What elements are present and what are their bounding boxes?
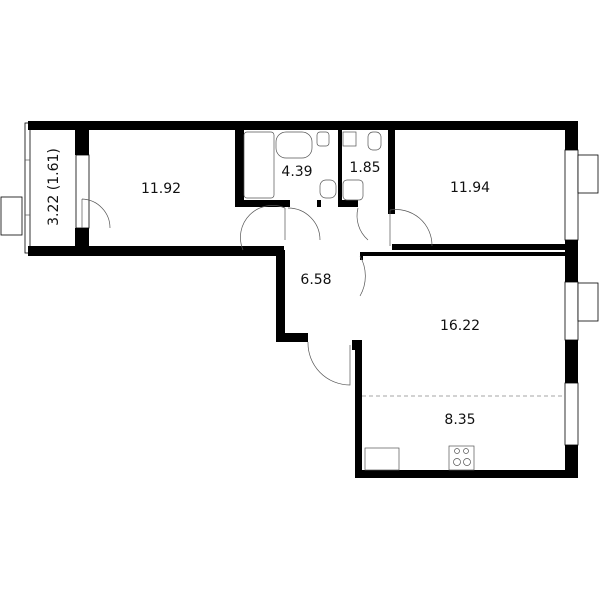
room-area-balcony: 3.22 (1.61): [46, 148, 62, 226]
room-area-toilet: 1.85: [349, 160, 380, 176]
door-bedroom-right: [389, 209, 433, 247]
wall-hall-bottom: [276, 333, 308, 342]
room-area-hallway: 6.58: [300, 272, 331, 288]
stove-icon: [448, 445, 475, 471]
door-bathroom: [287, 207, 321, 241]
window-inner: [75, 154, 90, 229]
balcony-outer-window: [0, 196, 23, 236]
doors: [81, 198, 433, 386]
fixtures: [243, 131, 565, 471]
room-area-kitchen: 8.35: [444, 412, 475, 428]
balcony-railing: [24, 122, 31, 254]
toilet-icon: [319, 179, 337, 199]
wall-toilet-bottom: [338, 200, 358, 207]
door-toilet: [356, 207, 369, 241]
wall-balcony-upper: [75, 123, 89, 155]
window-right-3: [564, 382, 579, 446]
room-area-bedroom-left: 11.92: [141, 181, 181, 197]
sink-icon: [275, 131, 313, 159]
wall-bath-bottom: [235, 200, 290, 207]
washing-machine-icon: [316, 131, 330, 147]
wall-kitchen-left: [355, 345, 362, 478]
door-living: [359, 255, 366, 297]
windows: [75, 149, 599, 446]
small-sink-icon: [342, 179, 364, 201]
wall-bottom-right: [355, 470, 578, 478]
wall-living-top: [360, 252, 565, 256]
wall-top: [28, 121, 578, 130]
door-bedroom-left: [240, 205, 286, 251]
wall-bath-toilet: [338, 128, 342, 207]
wall-toilet-right: [388, 128, 395, 214]
toilet-2-icon: [342, 131, 357, 147]
window-right-2: [564, 281, 579, 341]
wall-balcony-lower: [75, 228, 89, 250]
door-entrance: [307, 341, 351, 386]
wall-hall-left: [276, 250, 285, 342]
wall-bath-left: [235, 128, 244, 207]
door-balcony: [81, 198, 111, 229]
kitchen-sink-icon: [364, 447, 400, 471]
bathtub-icon: [243, 131, 275, 199]
wall-bottom-left: [28, 246, 284, 256]
wall-bedroom-right-bottom: [392, 244, 565, 250]
room-area-living-room: 16.22: [440, 318, 480, 334]
window-right-1: [564, 149, 579, 241]
balcony: [0, 122, 31, 254]
room-area-bedroom-right: 11.94: [450, 180, 490, 196]
room-area-bathroom: 4.39: [281, 164, 312, 180]
